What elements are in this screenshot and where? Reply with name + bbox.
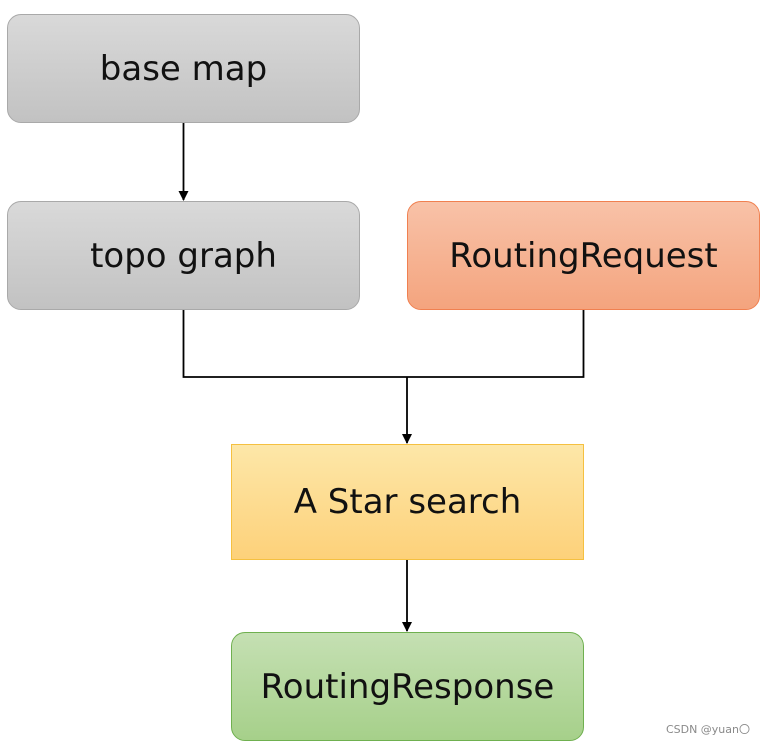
edge-routing-request-to-join [407, 310, 585, 378]
node-topo-graph-label: topo graph [90, 235, 277, 276]
node-topo-graph: topo graph [7, 201, 360, 310]
node-base-map: base map [7, 14, 360, 123]
node-routing-response: RoutingResponse [231, 632, 584, 741]
node-routing-request-label: RoutingRequest [449, 235, 718, 276]
edge-topo-graph-to-join [182, 310, 407, 378]
node-routing-request: RoutingRequest [407, 201, 760, 310]
watermark: CSDN @yuan〇 [665, 723, 750, 736]
node-a-star-search: A Star search [231, 444, 584, 560]
node-routing-response-label: RoutingResponse [260, 666, 555, 707]
node-base-map-label: base map [99, 48, 268, 89]
node-a-star-search-label: A Star search [293, 482, 522, 522]
